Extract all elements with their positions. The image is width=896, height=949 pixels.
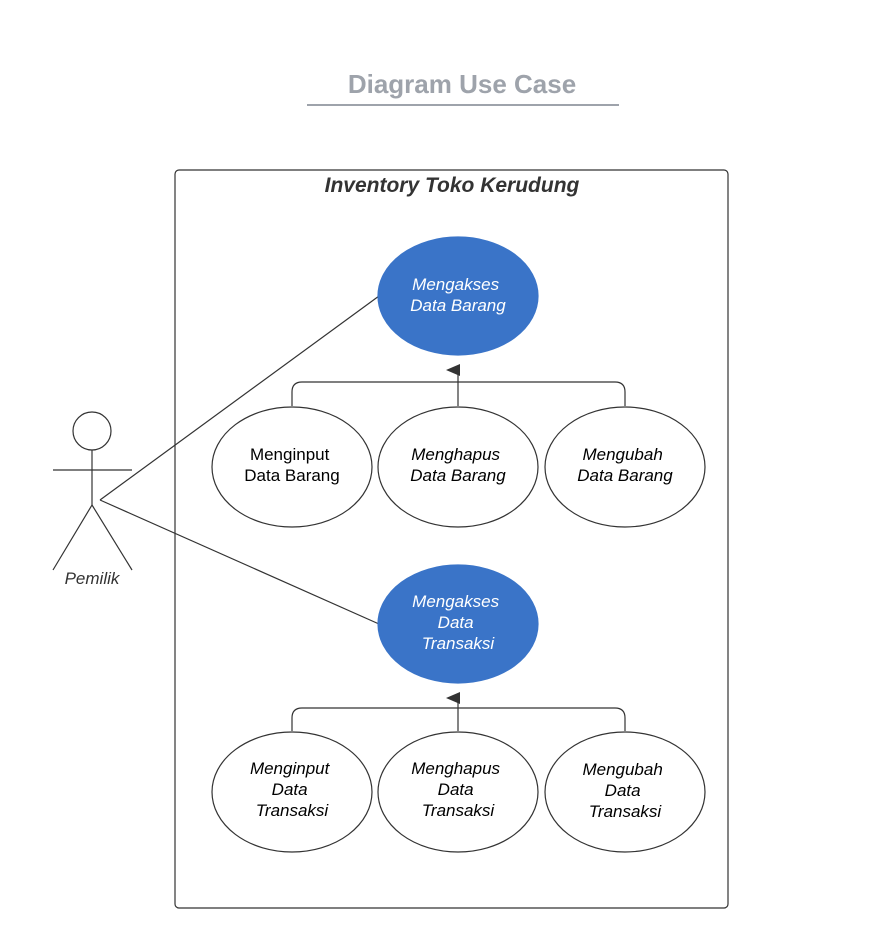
svg-text:Mengakses Data Tra: Mengakses Data Transaksi <box>412 592 504 653</box>
use-case-mengubah-data-barang[interactable]: Mengubah Data Barang <box>544 406 706 528</box>
use-case-label-line: Mengakses <box>412 275 499 294</box>
actor-label: Pemilik <box>65 569 121 588</box>
use-case-label-line: Data <box>438 613 474 632</box>
use-case-menghapus-data-barang[interactable]: Menghapus Data Barang <box>377 406 539 528</box>
diagram-title: Diagram Use Case <box>348 69 576 99</box>
use-case-label-line: Data Barang <box>577 466 673 485</box>
use-case-label-line: Data Barang <box>410 296 506 315</box>
use-case-label-line: Transaksi <box>422 801 496 820</box>
use-case-label-line: Mengakses <box>412 592 499 611</box>
use-case-menginput-data-barang[interactable]: Menginput Data Barang <box>211 406 373 528</box>
svg-text:Mengubah Data Barang: Mengubah Data Barang <box>577 445 673 485</box>
generalization-transaksi <box>291 692 626 731</box>
use-case-label-line: Menginput <box>250 445 330 464</box>
svg-text:Menghapus Data Tra: Menghapus Data Transaksi <box>411 759 505 820</box>
use-case-menginput-data-transaksi[interactable]: Menginput Data Transaksi <box>211 731 373 853</box>
svg-text:Mengubah Data Tran: Mengubah Data Transaksi <box>582 760 667 821</box>
use-case-menghapus-data-transaksi[interactable]: Menghapus Data Transaksi <box>377 731 539 853</box>
use-case-label-line: Data <box>605 781 641 800</box>
use-case-mengakses-data-transaksi[interactable]: Mengakses Data Transaksi <box>377 564 539 684</box>
svg-text:Mengakses Data Barang: Mengakses Data Barang <box>410 275 506 315</box>
use-case-mengakses-data-barang[interactable]: Mengakses Data Barang <box>377 236 539 356</box>
system-title: Inventory Toko Kerudung <box>325 174 580 197</box>
use-case-label-line: Transaksi <box>589 802 663 821</box>
actor-left-leg <box>52 504 93 571</box>
svg-text:Menginput Data Tra: Menginput Data Transaksi <box>250 759 334 820</box>
use-case-label-line: Transaksi <box>256 801 330 820</box>
use-case-label-line: Data <box>438 780 474 799</box>
use-case-label-line: Menghapus <box>411 445 500 464</box>
association-akses-transaksi <box>99 499 380 625</box>
system-boundary <box>174 169 729 909</box>
use-case-label-line: Mengubah <box>582 445 662 464</box>
actor-right-leg <box>91 504 133 571</box>
use-case-label-line: Transaksi <box>422 634 496 653</box>
actor-head <box>72 411 112 451</box>
svg-text:Menginput Data Barang: Menginput Data Barang <box>244 445 339 485</box>
association-akses-barang <box>99 295 380 501</box>
svg-text:Menghapus Data Barang: Menghapus Data Barang <box>410 445 506 485</box>
use-case-label-line: Mengubah <box>582 760 662 779</box>
use-case-label-line: Data Barang <box>244 466 339 485</box>
actor-pemilik: Pemilik <box>52 411 133 588</box>
use-case-label-line: Data Barang <box>410 466 506 485</box>
use-case-mengubah-data-transaksi[interactable]: Mengubah Data Transaksi <box>544 731 706 853</box>
use-case-label-line: Data <box>272 780 308 799</box>
use-case-label-line: Menginput <box>250 759 331 778</box>
generalization-barang <box>291 364 626 406</box>
use-case-label-line: Menghapus <box>411 759 500 778</box>
